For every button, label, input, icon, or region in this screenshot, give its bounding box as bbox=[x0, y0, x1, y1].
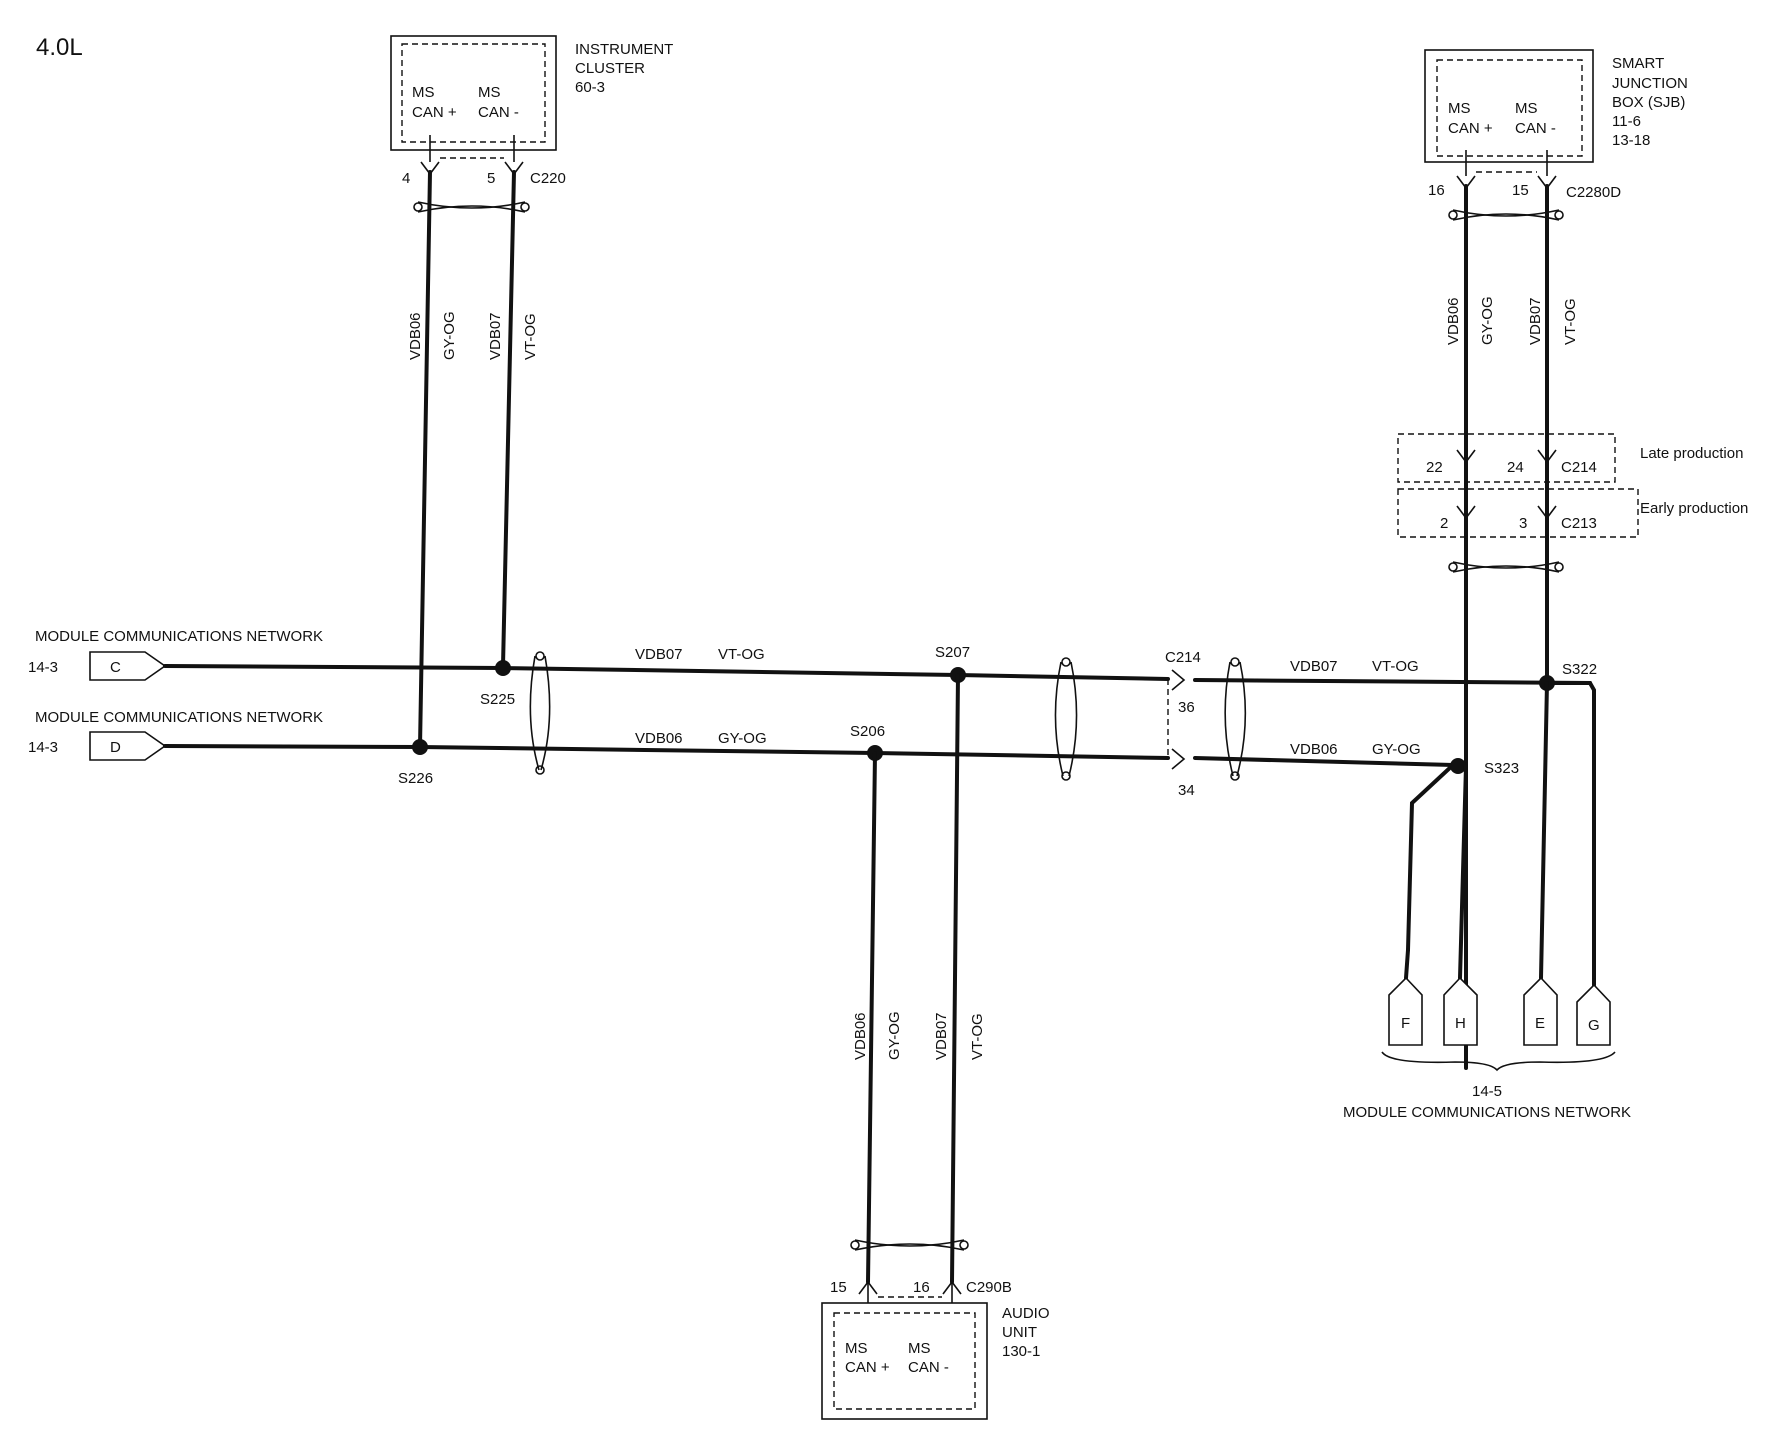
audio-pin-plus-number: 15 bbox=[830, 1279, 847, 1296]
page-ref-g: G bbox=[1576, 983, 1611, 1046]
cluster-vdb06-circuit: VDB06 bbox=[407, 312, 424, 360]
page-ref-d-page: 14-3 bbox=[28, 739, 58, 756]
audio-vdb07-circuit: VDB07 bbox=[933, 1012, 950, 1060]
audio-title-line3: 130-1 bbox=[1002, 1343, 1040, 1360]
cluster-vdb06-color: GY-OG bbox=[441, 311, 458, 360]
cluster-pin-plus-line1: MS bbox=[412, 84, 435, 101]
splice-s225-label: S225 bbox=[480, 691, 515, 708]
page-ref-f: F bbox=[1388, 976, 1423, 1046]
right-bus-vdb07-color: VT-OG bbox=[1372, 658, 1419, 675]
cluster-vdb07-circuit: VDB07 bbox=[487, 312, 504, 360]
instrument-cluster: MS CAN + MS CAN - INSTRUMENT CLUSTER 60-… bbox=[390, 35, 673, 187]
page-ref-c: MODULE COMMUNICATIONS NETWORK 14-3 C bbox=[28, 628, 323, 681]
splice-s323-label: S323 bbox=[1484, 760, 1519, 777]
audio-pin-minus-number: 16 bbox=[913, 1279, 930, 1296]
sjb-pin-plus-number: 16 bbox=[1428, 182, 1445, 199]
sjb-vdb06-color: GY-OG bbox=[1479, 296, 1496, 345]
page-ref-d: MODULE COMMUNICATIONS NETWORK 14-3 D bbox=[28, 709, 323, 761]
audio-vdb06-color: GY-OG bbox=[886, 1011, 903, 1060]
sjb-title-line1: SMART bbox=[1612, 55, 1664, 72]
page-ref-c-title: MODULE COMMUNICATIONS NETWORK bbox=[35, 628, 323, 645]
engine-label: 4.0L bbox=[36, 34, 83, 61]
splice-s225 bbox=[495, 660, 511, 676]
early-production-label: Early production bbox=[1640, 500, 1748, 517]
sjb-vdb06-circuit: VDB06 bbox=[1445, 297, 1462, 345]
page-ref-h: H bbox=[1443, 976, 1478, 1046]
smart-junction-box: MS CAN + MS CAN - SMART JUNCTION BOX (SJ… bbox=[1424, 49, 1688, 201]
audio-connector: C290B bbox=[966, 1279, 1012, 1296]
audio-pin-plus-line2: CAN + bbox=[845, 1359, 890, 1376]
cluster-title-line1: INSTRUMENT bbox=[575, 41, 673, 58]
late-connector: C214 bbox=[1561, 459, 1597, 476]
cluster-title-line2: CLUSTER bbox=[575, 60, 645, 77]
bus-vdb07-circuit: VDB07 bbox=[635, 646, 683, 663]
cluster-pin-plus-line2: CAN + bbox=[412, 104, 457, 121]
audio-unit: 15 16 C290B MS CAN + MS CAN - AUDIO UNIT… bbox=[821, 1279, 1050, 1420]
sjb-connector: C2280D bbox=[1566, 184, 1621, 201]
page-ref-h-letter: H bbox=[1455, 1015, 1466, 1032]
sjb-vdb07-color: VT-OG bbox=[1562, 298, 1579, 345]
sjb-pin-minus-line1: MS bbox=[1515, 100, 1538, 117]
late-production-connector: 22 24 C214 Late production bbox=[1397, 433, 1743, 483]
splice-s226 bbox=[412, 739, 428, 755]
page-ref-d-letter: D bbox=[110, 739, 121, 756]
right-bus-vdb06-circuit: VDB06 bbox=[1290, 741, 1338, 758]
page-ref-c-page: 14-3 bbox=[28, 659, 58, 676]
splice-s206-label: S206 bbox=[850, 723, 885, 740]
late-pin-a: 22 bbox=[1426, 459, 1443, 476]
page-ref-c-letter: C bbox=[110, 659, 121, 676]
sjb-pin-plus-line2: CAN + bbox=[1448, 120, 1493, 137]
cluster-pin-minus-line2: CAN - bbox=[478, 104, 519, 121]
splice-s226-label: S226 bbox=[398, 770, 433, 787]
cluster-pin-minus-line1: MS bbox=[478, 84, 501, 101]
c214-pin-lower: 34 bbox=[1178, 782, 1195, 799]
page-ref-f-letter: F bbox=[1401, 1015, 1410, 1032]
splice-s323 bbox=[1450, 758, 1466, 774]
cluster-pin-minus-number: 5 bbox=[487, 170, 495, 187]
bus-vdb07-color: VT-OG bbox=[718, 646, 765, 663]
bus-vdb06-color: GY-OG bbox=[718, 730, 767, 747]
sjb-pin-minus-number: 15 bbox=[1512, 182, 1529, 199]
cluster-pin-plus-number: 4 bbox=[402, 170, 410, 187]
page-ref-e: E bbox=[1523, 976, 1558, 1046]
audio-pin-minus-line1: MS bbox=[908, 1340, 931, 1357]
sjb-pin-plus-line1: MS bbox=[1448, 100, 1471, 117]
cluster-connector: C220 bbox=[530, 170, 566, 187]
sjb-title-line5: 13-18 bbox=[1612, 132, 1650, 149]
right-bus-vdb07-circuit: VDB07 bbox=[1290, 658, 1338, 675]
sjb-vdb07-circuit: VDB07 bbox=[1527, 297, 1544, 345]
cluster-title-line3: 60-3 bbox=[575, 79, 605, 96]
page-ref-group-page: 14-5 bbox=[1472, 1083, 1502, 1100]
splice-s207-label: S207 bbox=[935, 644, 970, 661]
early-production-connector: 2 3 C213 Early production bbox=[1397, 488, 1748, 538]
audio-vdb07-color: VT-OG bbox=[969, 1013, 986, 1060]
page-ref-d-title: MODULE COMMUNICATIONS NETWORK bbox=[35, 709, 323, 726]
sjb-title-line3: BOX (SJB) bbox=[1612, 94, 1685, 111]
page-ref-g-letter: G bbox=[1588, 1017, 1600, 1034]
sjb-pin-minus-line2: CAN - bbox=[1515, 120, 1556, 137]
c214-main-connector: C214 36 34 bbox=[1165, 649, 1201, 799]
late-production-label: Late production bbox=[1640, 445, 1743, 462]
audio-title-line1: AUDIO bbox=[1002, 1305, 1050, 1322]
audio-pin-plus-line1: MS bbox=[845, 1340, 868, 1357]
cluster-vdb07-color: VT-OG bbox=[522, 313, 539, 360]
early-pin-a: 2 bbox=[1440, 515, 1448, 532]
sjb-title-line4: 11-6 bbox=[1612, 113, 1641, 130]
audio-title-line2: UNIT bbox=[1002, 1324, 1037, 1341]
audio-vdb06-circuit: VDB06 bbox=[852, 1012, 869, 1060]
early-connector: C213 bbox=[1561, 515, 1597, 532]
bus-vdb06-circuit: VDB06 bbox=[635, 730, 683, 747]
right-bus-vdb06-color: GY-OG bbox=[1372, 741, 1421, 758]
page-ref-group-brace bbox=[1381, 1051, 1616, 1072]
early-pin-b: 3 bbox=[1519, 515, 1527, 532]
c214-main-connector-label: C214 bbox=[1165, 649, 1201, 666]
late-pin-b: 24 bbox=[1507, 459, 1524, 476]
c214-pin-upper: 36 bbox=[1178, 699, 1195, 716]
audio-pin-minus-line2: CAN - bbox=[908, 1359, 949, 1376]
sjb-title-line2: JUNCTION bbox=[1612, 75, 1688, 92]
splice-s322-label: S322 bbox=[1562, 661, 1597, 678]
page-ref-group-title: MODULE COMMUNICATIONS NETWORK bbox=[1343, 1104, 1631, 1121]
page-ref-e-letter: E bbox=[1535, 1015, 1545, 1032]
